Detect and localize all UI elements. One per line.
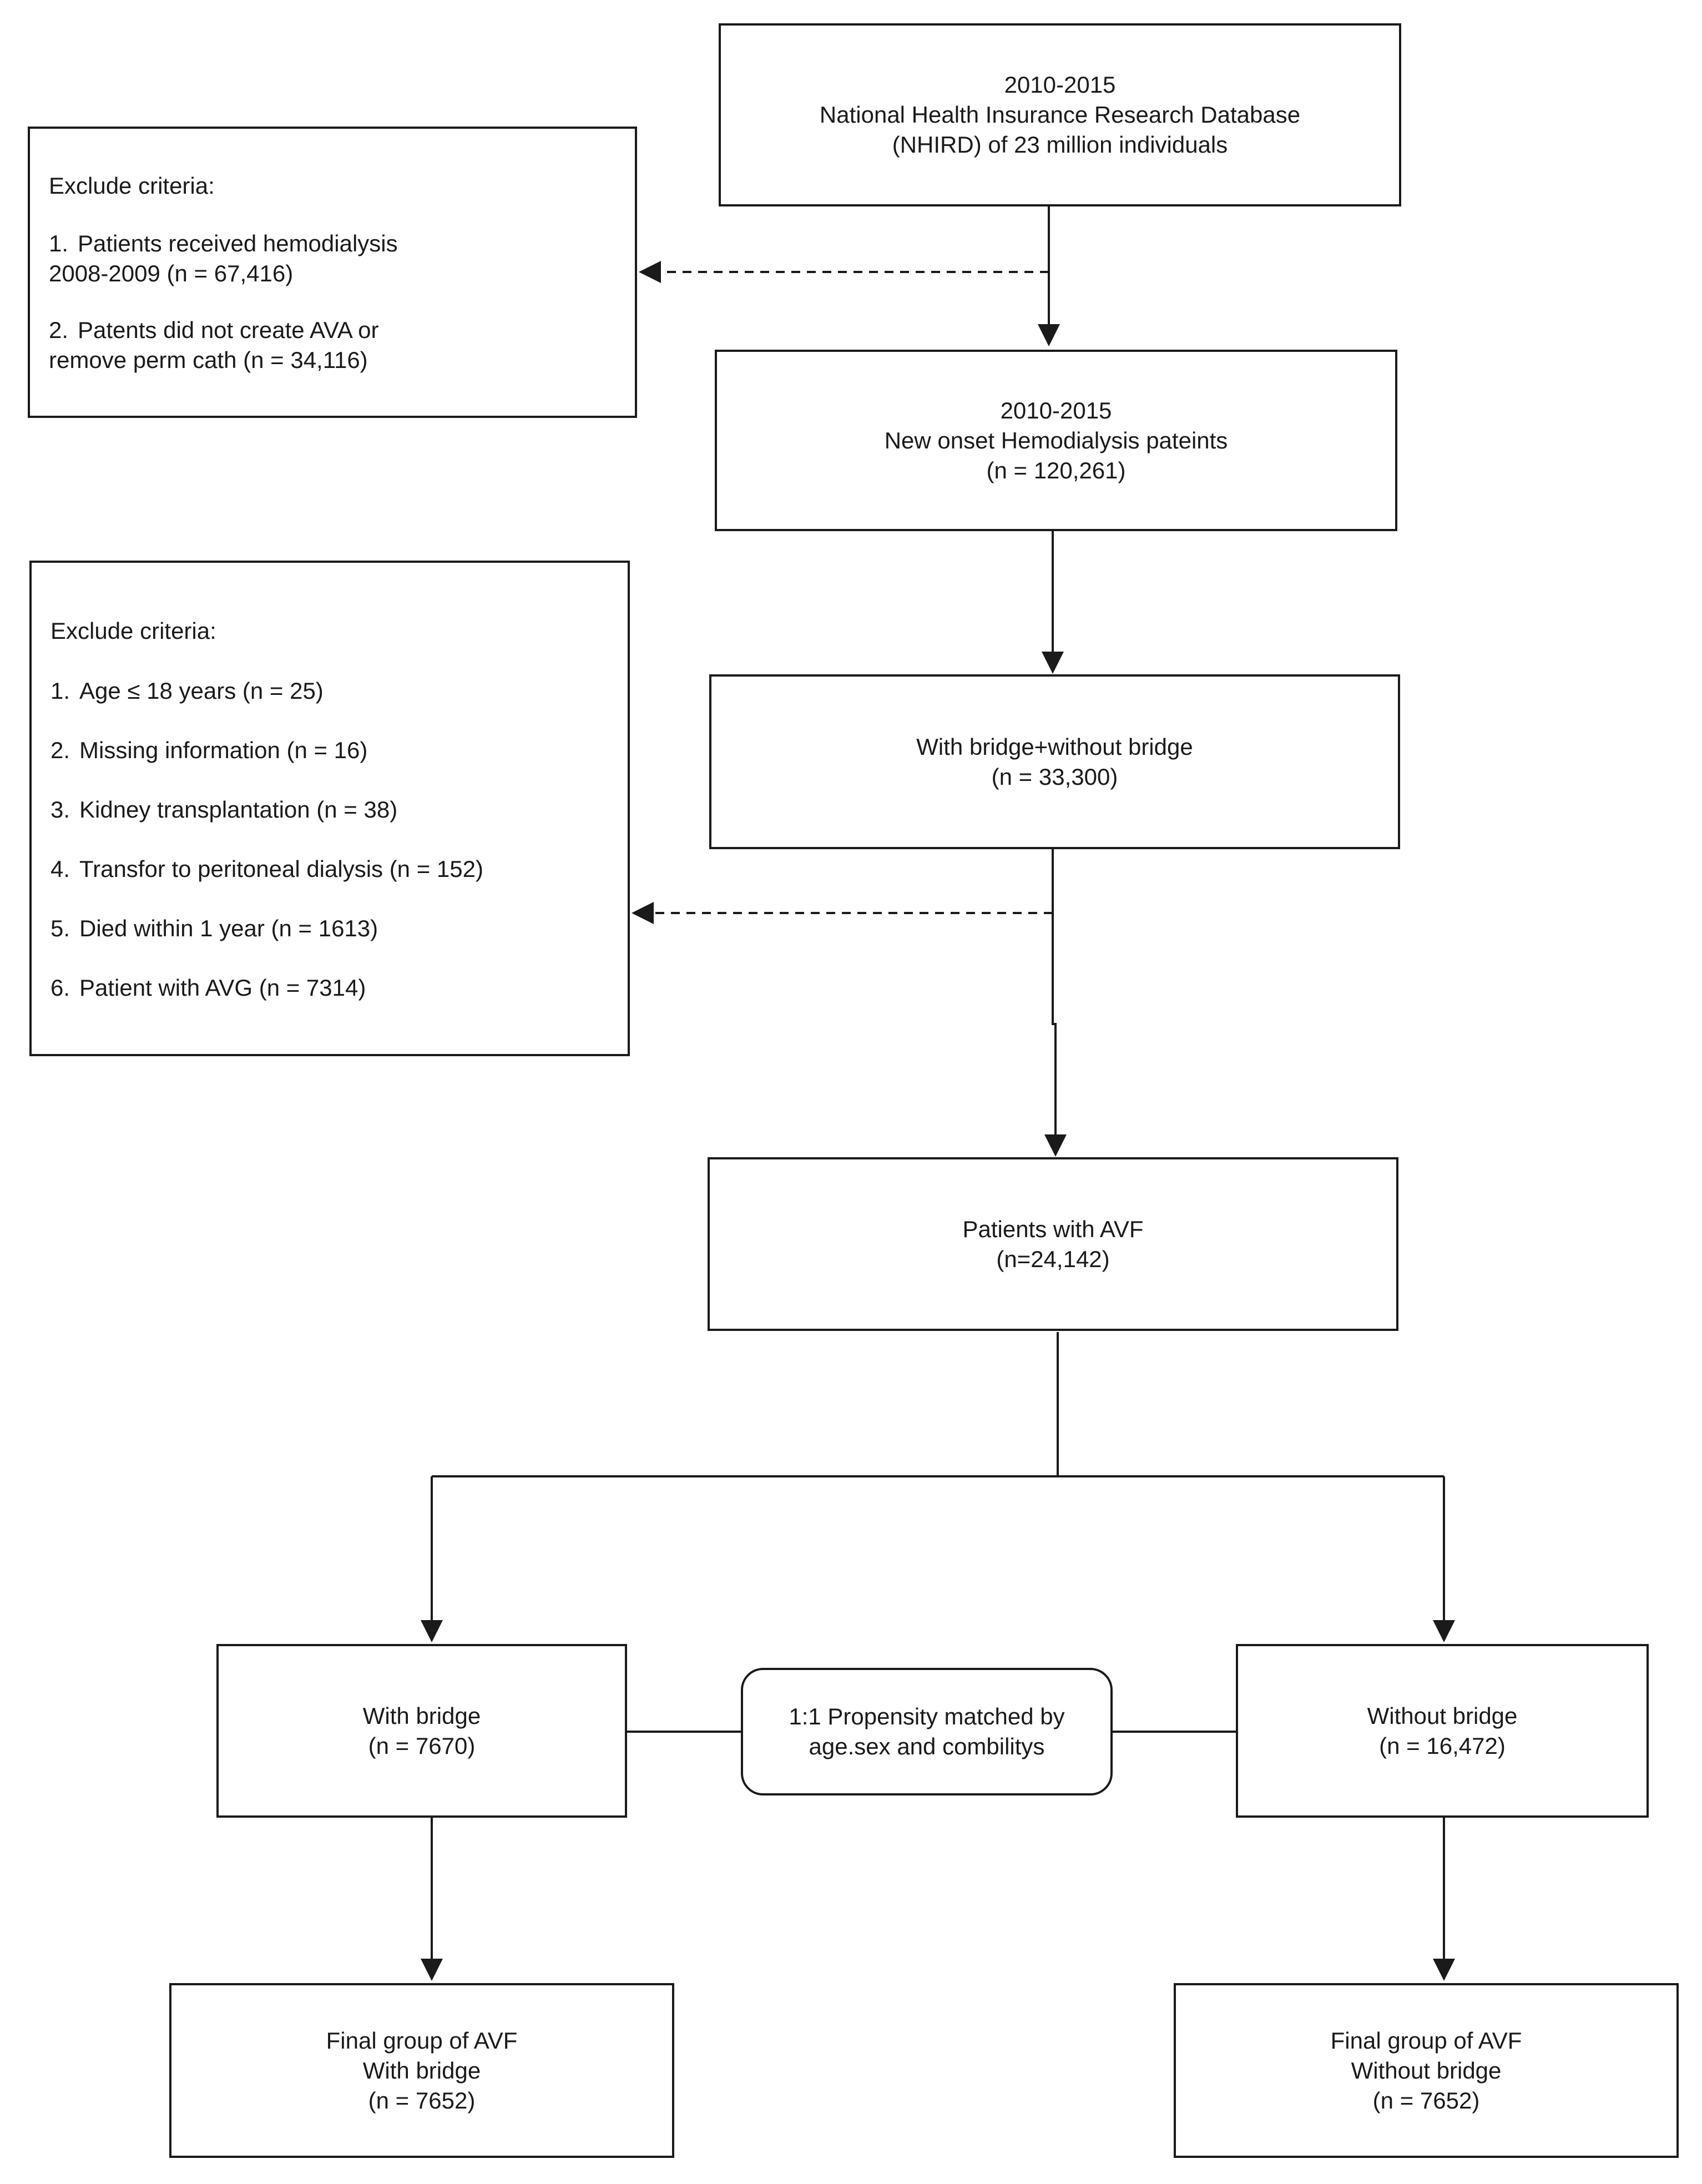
final-without-line-1: Final group of AVF xyxy=(1330,2027,1522,2054)
final-without-line-2: Without bridge xyxy=(1351,2057,1502,2084)
onset-line-3: (n = 120,261) xyxy=(986,457,1126,483)
exclude-2-item-1-text: Age ≤ 18 years (n = 25) xyxy=(79,678,324,704)
onset-line-1: 2010-2015 xyxy=(1000,397,1112,423)
final-with-line-2: With bridge xyxy=(362,2057,481,2084)
exclude-1-item-1-text: Patients received hemodialysis 2008-2009… xyxy=(49,230,398,286)
final-without-bridge-box: Final group of AVF Without bridge (n = 7… xyxy=(1174,1983,1679,2158)
exclude-2-item-1-num: 1. xyxy=(50,678,70,704)
exclude-2-item-5-num: 5. xyxy=(50,915,70,941)
exclude-2-item-2-text: Missing information (n = 16) xyxy=(79,737,368,763)
exclude-2-item-3-text: Kidney transplantation (n = 38) xyxy=(79,796,398,823)
exclude-2-item-2-num: 2. xyxy=(50,737,70,763)
arrow-bridge-to-avf xyxy=(1044,849,1067,1157)
exclude-2-item-3-num: 3. xyxy=(50,796,70,823)
without-bridge-line-2: (n = 16,472) xyxy=(1379,1732,1506,1759)
exclude-1-item-2-num: 2. xyxy=(49,317,69,343)
with-bridge-line-2: (n = 7670) xyxy=(368,1732,476,1759)
source-line-1: 2010-2015 xyxy=(1004,72,1116,98)
final-without-line-3: (n = 7652) xyxy=(1372,2087,1480,2114)
with-bridge-line-1: With bridge xyxy=(362,1702,481,1729)
final-with-line-3: (n = 7652) xyxy=(368,2087,476,2114)
bridge-all-line-1: With bridge+without bridge xyxy=(916,733,1193,760)
propensity-line-2: age.sex and combilitys xyxy=(809,1733,1045,1759)
exclude-2-item-6-num: 6. xyxy=(50,975,70,1001)
exclude-2-item-4: 4. Transfor to peritoneal dialysis (n = 1… xyxy=(50,854,483,884)
exclude-1-item-2: 2.Patents did not create AVA or remove p… xyxy=(49,315,378,375)
exclude-criteria-box-2: Exclude criteria: 1. Age ≤ 18 years (n = … xyxy=(29,561,630,1056)
exclude-criteria-box-1: Exclude criteria: 1.Patients received he… xyxy=(28,127,637,418)
source-line-2: National Health Insurance Research Datab… xyxy=(819,102,1301,128)
without-bridge-box: Without bridge (n = 16,472) xyxy=(1236,1644,1649,1818)
exclude-2-item-1: 1. Age ≤ 18 years (n = 25) xyxy=(50,676,324,706)
exclude-2-item-4-text: Transfor to peritoneal dialysis (n = 152… xyxy=(79,856,483,882)
with-bridge-box: With bridge (n = 7670) xyxy=(216,1644,627,1818)
exclude-2-item-6: 6. Patient with AVG (n = 7314) xyxy=(50,973,366,1003)
without-bridge-line-1: Without bridge xyxy=(1367,1702,1518,1729)
new-onset-box: 2010-2015 New onset Hemodialysis pateint… xyxy=(715,350,1397,531)
exclude-2-item-5-text: Died within 1 year (n = 1613) xyxy=(79,915,378,941)
exclude-1-item-1-num: 1. xyxy=(49,230,69,256)
final-with-line-1: Final group of AVF xyxy=(326,2027,518,2054)
source-database-box: 2010-2015 National Health Insurance Rese… xyxy=(719,23,1401,206)
bridge-all-line-2: (n = 33,300) xyxy=(991,763,1118,790)
exclude-2-item-2: 2. Missing information (n = 16) xyxy=(50,735,367,765)
exclude-2-item-6-text: Patient with AVG (n = 7314) xyxy=(79,975,366,1001)
propensity-line-1: 1:1 Propensity matched by xyxy=(789,1703,1065,1729)
propensity-match-box: 1:1 Propensity matched by age.sex and co… xyxy=(741,1668,1113,1795)
exclude-2-item-3: 3. Kidney transplantation (n = 38) xyxy=(50,795,397,825)
source-line-3: (NHIRD) of 23 million individuals xyxy=(892,132,1228,158)
avf-patients-box: Patients with AVF (n=24,142) xyxy=(708,1157,1398,1331)
exclude-2-item-4-num: 4. xyxy=(50,856,70,882)
bridge-combined-box: With bridge+without bridge (n = 33,300) xyxy=(709,674,1400,849)
avf-line-1: Patients with AVF xyxy=(962,1215,1144,1242)
exclude-1-title: Exclude criteria: xyxy=(49,173,215,199)
exclude-1-item-2-text: Patents did not create AVA or remove per… xyxy=(49,317,379,373)
final-with-bridge-box: Final group of AVF With bridge (n = 7652… xyxy=(169,1983,674,2158)
exclude-2-item-5: 5. Died within 1 year (n = 1613) xyxy=(50,914,378,944)
onset-line-2: New onset Hemodialysis pateints xyxy=(884,427,1228,453)
exclude-1-item-1: 1.Patients received hemodialysis 2008-20… xyxy=(49,229,398,289)
exclude-2-title: Exclude criteria: xyxy=(50,618,216,644)
avf-line-2: (n=24,142) xyxy=(996,1245,1110,1272)
